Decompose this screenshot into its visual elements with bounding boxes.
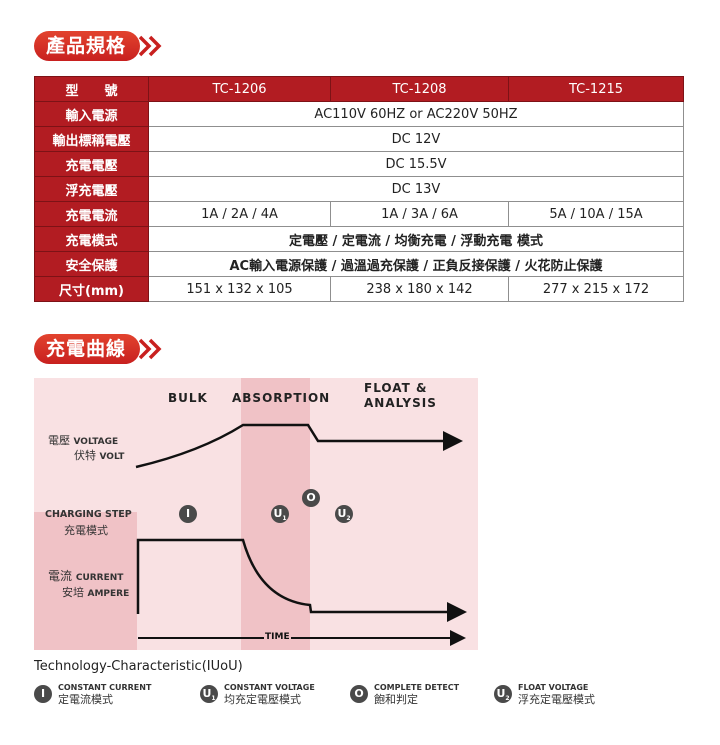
voltage-zh: 電壓 [48,434,70,447]
header-label: 型 號 [34,76,149,102]
table-row: 尺寸(mm) 151 x 132 x 105 238 x 180 x 142 2… [34,276,684,302]
time-label: TIME [265,632,290,642]
phase-float-line2: ANALYSIS [364,396,437,410]
ampere-en: AMPERE [87,589,130,599]
row-value: 定電壓 / 定電流 / 均衡充電 / 浮動充電 模式 [148,226,684,252]
ampere-label: 安培 AMPERE [62,584,129,600]
charging-step-zh: 充電模式 [64,524,108,537]
row-value: 277 x 215 x 172 [508,276,684,302]
table-header-row: 型 號 TC-1206 TC-1208 TC-1215 [34,76,684,102]
legend-complete-detect: O COMPLETE DETECT 飽和判定 [350,682,459,706]
row-label: 輸入電源 [34,101,149,127]
constant-current-icon: I [34,685,52,703]
legend-zh: 定電流模式 [58,693,113,706]
step-u2-sub: 2 [346,515,351,523]
row-label: 充電模式 [34,226,149,252]
section-title-text: 產品規格 [46,35,127,57]
step-u2-icon: U2 [335,505,353,523]
model-tc-1208: TC-1208 [330,76,509,102]
complete-detect-icon: O [350,685,368,703]
legend-en: CONSTANT CURRENT [58,683,152,692]
spec-table: 型 號 TC-1206 TC-1208 TC-1215 輸入電源 AC110V … [34,76,684,302]
current-en: CURRENT [75,573,124,583]
row-label: 尺寸(mm) [34,276,149,302]
section-title-text: 充電曲線 [46,338,127,360]
legend-zh: 均充定電壓模式 [224,693,301,706]
volt-label: 伏特 VOLT [74,447,124,463]
legend-icon-text: U [496,687,506,700]
ampere-zh: 安培 [62,586,84,599]
table-row: 充電模式 定電壓 / 定電流 / 均衡充電 / 浮動充電 模式 [34,226,684,252]
step-u1-sub: 1 [282,515,287,523]
phase-bulk: BULK [168,391,208,405]
current-zh: 電流 [48,569,73,583]
voltage-label: 電壓 VOLTAGE [48,432,118,448]
phase-absorption: ABSORPTION [232,391,331,405]
double-chevron-icon [138,35,162,57]
row-value: 5A / 10A / 15A [508,201,684,227]
table-row: 充電電壓 DC 15.5V [34,151,684,177]
row-label: 充電電流 [34,201,149,227]
step-u1-text: U [273,507,283,520]
row-value: 1A / 3A / 6A [330,201,509,227]
legend-en: FLOAT VOLTAGE [518,683,589,692]
legend-icon-text: U [202,687,212,700]
legend-icon-sub: 1 [211,695,216,703]
section-title-curve: 充電曲線 [34,334,141,364]
current-curve [136,538,467,622]
label-block [34,512,137,650]
current-label: 電流 CURRENT [48,567,123,584]
row-label: 輸出標稱電壓 [34,126,149,152]
legend-icon-text: O [354,687,364,700]
volt-en: VOLT [99,452,125,462]
table-row: 充電電流 1A / 2A / 4A 1A / 3A / 6A 5A / 10A … [34,201,684,227]
legend-icon-text: I [40,687,46,700]
step-u1-icon: U1 [271,505,289,523]
step-i-icon: I [179,505,197,523]
volt-zh: 伏特 [74,449,96,462]
row-label: 浮充電壓 [34,176,149,202]
row-value: DC 12V [148,126,684,152]
row-value: 151 x 132 x 105 [148,276,331,302]
legend-en: CONSTANT VOLTAGE [224,683,315,692]
legend-zh: 飽和判定 [374,693,418,706]
step-i-text: I [185,507,191,520]
section-title-specs: 產品規格 [34,31,141,61]
legend-zh: 浮充定電壓模式 [518,693,595,706]
row-value: AC110V 60HZ or AC220V 50HZ [148,101,684,127]
row-value: DC 15.5V [148,151,684,177]
row-label: 充電電壓 [34,151,149,177]
table-row: 輸入電源 AC110V 60HZ or AC220V 50HZ [34,101,684,127]
double-chevron-icon [138,338,162,360]
legend-icon-sub: 2 [505,695,510,703]
model-tc-1215: TC-1215 [508,76,684,102]
model-tc-1206: TC-1206 [148,76,331,102]
voltage-en: VOLTAGE [73,437,119,447]
phase-float-line1: FLOAT & [364,381,428,395]
constant-voltage-icon: U1 [200,685,218,703]
float-voltage-icon: U2 [494,685,512,703]
legend-constant-current: I CONSTANT CURRENT 定電流模式 [34,682,151,706]
table-row: 輸出標稱電壓 DC 12V [34,126,684,152]
charging-step-label: CHARGING STEP [45,509,132,520]
row-value: 238 x 180 x 142 [330,276,509,302]
step-u2-text: U [337,507,347,520]
step-o-text: O [306,491,316,504]
legend-float-voltage: U2 FLOAT VOLTAGE 浮充定電壓模式 [494,682,595,706]
tech-title: Technology-Characteristic(IUoU) [34,659,243,674]
legend-en: COMPLETE DETECT [374,683,460,692]
legend-constant-voltage: U1 CONSTANT VOLTAGE 均充定電壓模式 [200,682,315,706]
step-o-icon: O [302,489,320,507]
voltage-curve [135,423,463,469]
